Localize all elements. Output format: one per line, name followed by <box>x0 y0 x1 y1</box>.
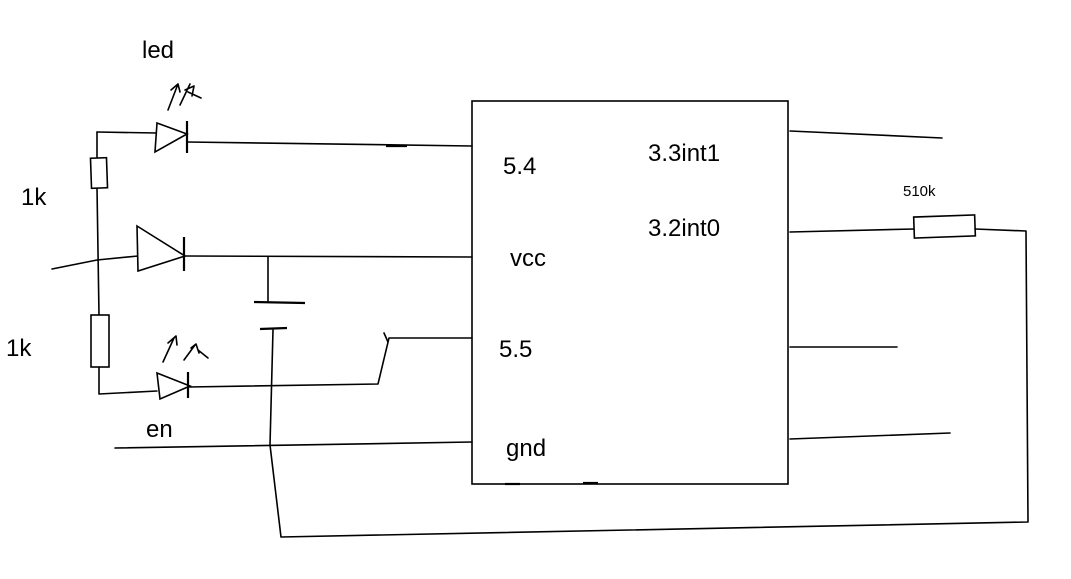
wire-left-bottom <box>98 366 158 395</box>
wire-vcc <box>184 255 473 258</box>
resistor-510k-label: 510k <box>903 183 936 200</box>
wire-top-led-right <box>186 141 473 147</box>
resistor-1k-top-label: 1k <box>21 184 47 211</box>
wire-pin-3-3 <box>789 130 943 139</box>
wire-input-left <box>51 255 139 270</box>
resistor-510k <box>912 214 977 239</box>
pin-label-3-2int0: 3.2int0 <box>648 215 720 242</box>
pin-label-5-4: 5.4 <box>503 153 536 180</box>
capacitor-plate-bottom <box>259 326 288 331</box>
pin-label-5-5: 5.5 <box>499 336 532 363</box>
wire-left-mid <box>96 187 100 316</box>
resistor-1k-top <box>89 156 109 190</box>
capacitor-plate-top <box>253 300 306 305</box>
resistor-1k-bottom <box>90 314 110 368</box>
led-top-label: led <box>142 37 174 64</box>
en-label: en <box>146 416 173 443</box>
resistor-1k-bottom-label: 1k <box>6 335 32 362</box>
wire-bottom-led-tick <box>383 332 389 343</box>
wire-bottom-led-right <box>187 337 473 388</box>
pin-label-gnd: gnd <box>506 435 546 462</box>
pin-label-vcc: vcc <box>510 245 546 272</box>
pin-label-3-3int1: 3.3int1 <box>648 140 720 167</box>
led-top-arrows <box>167 83 202 111</box>
wire-top-led-left <box>96 131 158 134</box>
wire-en <box>114 441 473 449</box>
led-bottom-diode <box>156 371 193 401</box>
wire-right-low <box>789 432 951 440</box>
chip-body <box>471 100 789 485</box>
wire-pin-3-2 <box>789 228 915 233</box>
diode-middle <box>136 224 187 273</box>
wire-510k-right <box>269 228 1029 538</box>
led-top-diode <box>154 121 189 154</box>
led-bottom-arrows <box>162 335 209 363</box>
